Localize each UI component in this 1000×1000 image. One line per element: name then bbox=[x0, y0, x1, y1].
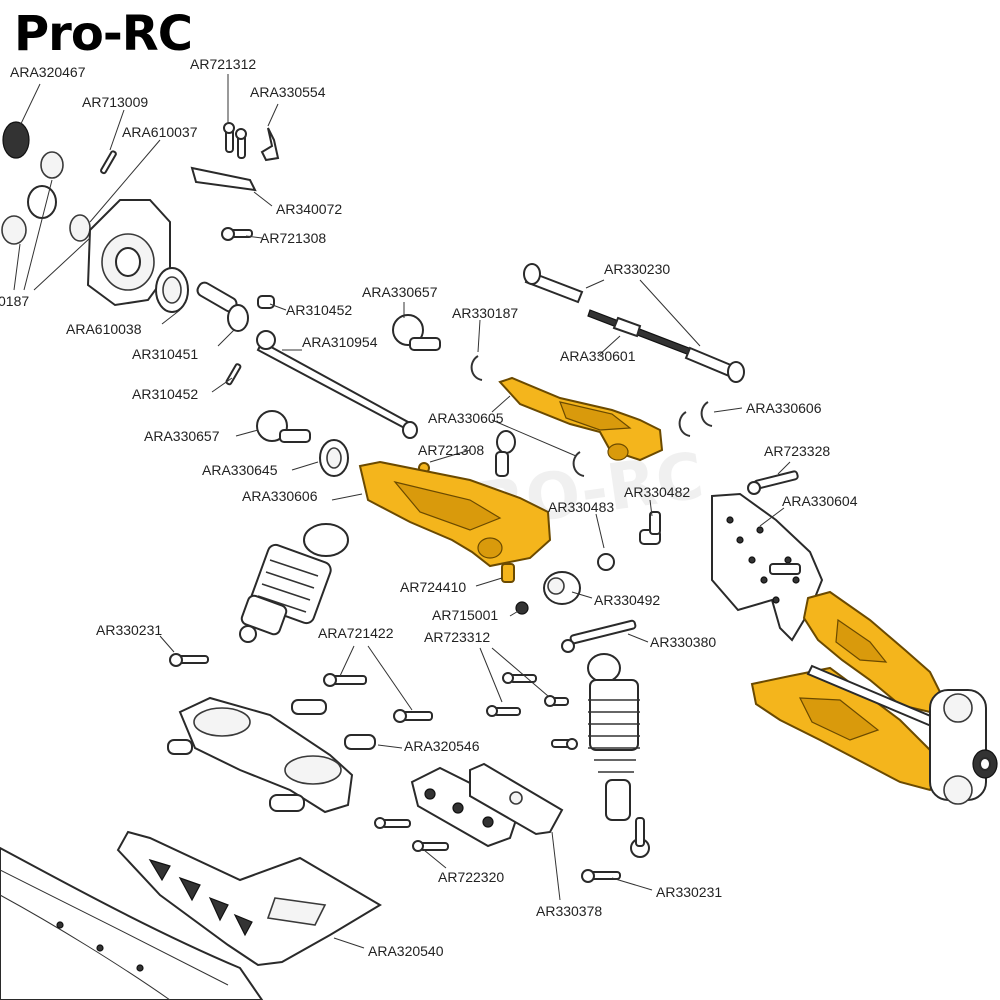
shock-tower-part bbox=[711, 492, 824, 642]
ball-stud-part-b bbox=[256, 410, 311, 443]
part-label: ARA330606 bbox=[242, 488, 318, 504]
part-label: AR723328 bbox=[764, 443, 830, 459]
screw-ara721422-b bbox=[393, 709, 433, 723]
part-label: ARA320467 bbox=[10, 64, 86, 80]
screw-ar721308-a bbox=[221, 227, 253, 241]
ball-stud-part-a bbox=[392, 314, 441, 351]
axle-driveshaft-part bbox=[196, 281, 418, 439]
right-hub-part bbox=[929, 689, 998, 805]
part-label: AR330231 bbox=[96, 622, 162, 638]
part-label: AR330482 bbox=[624, 484, 690, 500]
turnbuckle-part bbox=[523, 263, 745, 383]
part-label: AR721308 bbox=[260, 230, 326, 246]
skid-plate-part bbox=[116, 830, 382, 967]
part-label: AR721312 bbox=[190, 56, 256, 72]
part-label: ARA330657 bbox=[362, 284, 438, 300]
part-label: AR330378 bbox=[536, 903, 602, 919]
screw-ar330380 bbox=[561, 619, 637, 653]
screw-ar722320-a bbox=[374, 817, 411, 829]
part-label: AR310451 bbox=[132, 346, 198, 362]
screw-ar723328 bbox=[747, 470, 799, 495]
part-label: AR330230 bbox=[604, 261, 670, 277]
part-label: AR723312 bbox=[424, 629, 490, 645]
part-label: AR715001 bbox=[432, 607, 498, 623]
screw-ar723312-c bbox=[544, 695, 569, 707]
screw-ar721312 bbox=[223, 122, 247, 159]
part-label: AR713009 bbox=[82, 94, 148, 110]
part-label: ARA330601 bbox=[560, 348, 636, 364]
screw-ar722320-b bbox=[412, 840, 449, 852]
screw-ara721422-a bbox=[323, 673, 367, 687]
part-label: ARA610037 bbox=[122, 124, 198, 140]
part-label: ARA330605 bbox=[428, 410, 504, 426]
screw-ar723312-b bbox=[486, 705, 521, 717]
brand-logo: Pro-RC bbox=[14, 6, 193, 62]
part-label: AR330187 bbox=[452, 305, 518, 321]
shock-absorber-left bbox=[239, 523, 349, 643]
hinge-block-part bbox=[410, 762, 564, 848]
pin-ar713009 bbox=[100, 150, 117, 175]
shock-absorber-center bbox=[587, 653, 650, 858]
part-label: AR340072 bbox=[276, 201, 342, 217]
part-label: AR722320 bbox=[438, 869, 504, 885]
lower-arm-highlight bbox=[358, 460, 552, 568]
part-label: ARA330645 bbox=[202, 462, 278, 478]
part-label: ARA721422 bbox=[318, 625, 394, 641]
part-label: ARA310954 bbox=[302, 334, 378, 350]
part-label: ARA330606 bbox=[746, 400, 822, 416]
part-label: AR721308 bbox=[418, 442, 484, 458]
screw-ar330231-b bbox=[581, 869, 621, 883]
part-label: ARA320540 bbox=[368, 943, 444, 959]
right-arm-assembly-highlight bbox=[750, 590, 944, 792]
part-label: AR330380 bbox=[650, 634, 716, 650]
screw-ar723312-d bbox=[551, 738, 578, 750]
bushing-part-set bbox=[515, 511, 661, 615]
pin-ar310452-a bbox=[225, 363, 242, 386]
part-label: AR310452 bbox=[132, 386, 198, 402]
hub-carrier-part bbox=[1, 121, 189, 313]
part-label: AR330231 bbox=[656, 884, 722, 900]
clip-part-set bbox=[470, 355, 713, 477]
spacer-highlight bbox=[501, 563, 515, 583]
part-label: AR330483 bbox=[548, 499, 614, 515]
leader-lines bbox=[13, 74, 791, 949]
body-shell-part bbox=[0, 846, 264, 1000]
part-label: 0187 bbox=[0, 293, 29, 309]
part-label-list: ARA320467 AR721312 AR713009 ARA330554 AR… bbox=[0, 56, 858, 959]
upper-arm-highlight bbox=[498, 376, 664, 462]
part-label: AR724410 bbox=[400, 579, 466, 595]
part-label: ARA320546 bbox=[404, 738, 480, 754]
part-label: AR330492 bbox=[594, 592, 660, 608]
part-label: AR310452 bbox=[286, 302, 352, 318]
part-label: ARA330554 bbox=[250, 84, 326, 100]
screw-ar330231-a bbox=[169, 653, 209, 667]
bushing-ara330645 bbox=[319, 439, 349, 477]
link-plate-part bbox=[190, 127, 280, 192]
part-label: ARA330604 bbox=[782, 493, 858, 509]
part-label: ARA330657 bbox=[144, 428, 220, 444]
part-label: ARA610038 bbox=[66, 321, 142, 337]
diff-mount-part bbox=[167, 696, 376, 814]
